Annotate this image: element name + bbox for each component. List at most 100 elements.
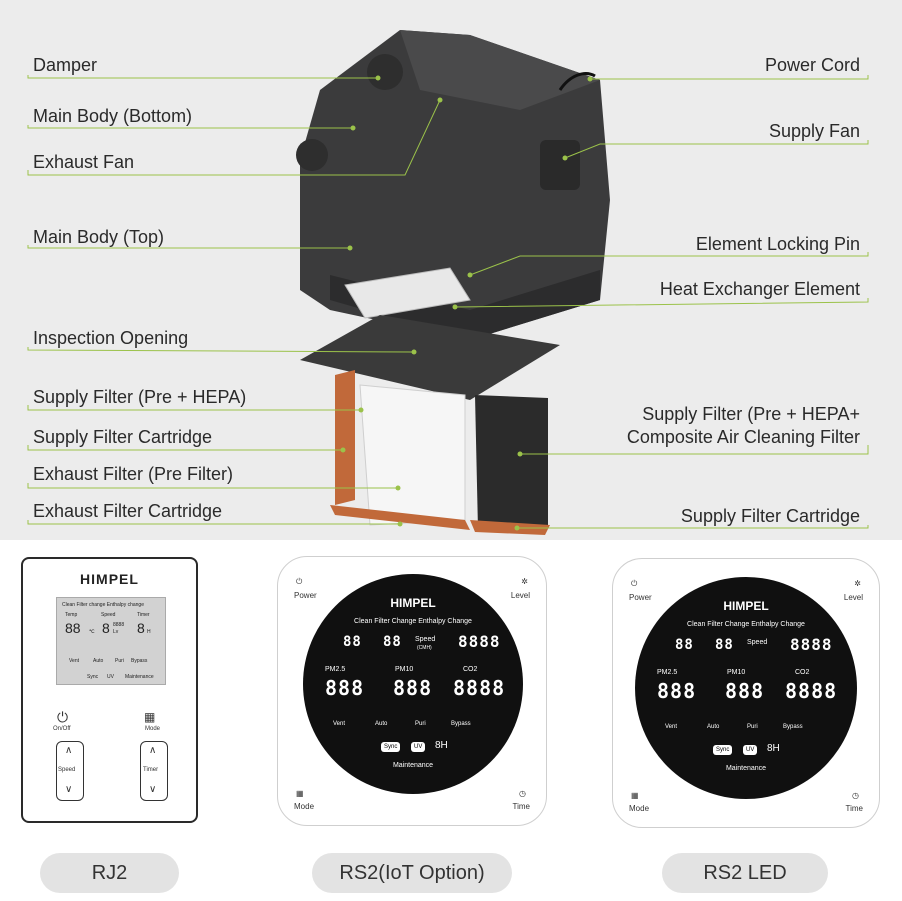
- time-label: Time: [845, 804, 863, 813]
- composite-filter: [475, 395, 548, 530]
- lcd-speed-unit: Lv: [113, 629, 119, 635]
- clock-icon[interactable]: ◷: [852, 791, 859, 800]
- cmh-label: (CMH): [417, 645, 432, 651]
- timer-label: Timer: [143, 767, 159, 773]
- time-label: Time: [512, 802, 530, 811]
- lcd-temp-unit: ℃: [89, 629, 95, 635]
- chevron-up-icon[interactable]: ∧: [65, 745, 73, 756]
- co2-value: 8888: [785, 679, 838, 703]
- pm25-label: PM2.5: [325, 666, 346, 673]
- mode-icon[interactable]: ▦: [144, 710, 156, 724]
- label-exhaust-filter: Exhaust Filter (Pre Filter): [33, 464, 234, 484]
- lcd-speed-value: 8: [102, 620, 110, 636]
- mode-label: Mode: [294, 802, 315, 811]
- heat-exchanger-element: [344, 267, 471, 319]
- timer-value: 8H: [435, 740, 448, 751]
- pm10-label: PM10: [395, 666, 414, 673]
- sync-badge: Sync: [381, 742, 401, 752]
- power-cord: [558, 72, 596, 91]
- lcd-timer-value: 8: [137, 620, 145, 636]
- clock-icon[interactable]: ◷: [519, 789, 526, 798]
- mode-puri: Puri: [747, 724, 758, 730]
- lcd-mode-vent: Vent: [69, 658, 80, 664]
- mode-icon[interactable]: ▦: [296, 789, 304, 798]
- label-element-locking-pin: Element Locking Pin: [695, 234, 860, 254]
- unit-illustration: [27, 30, 869, 535]
- main-body-top-face: [400, 30, 600, 110]
- lcd-uv: UV: [107, 674, 114, 680]
- lcd-temp-label: Temp: [65, 612, 78, 618]
- lcd-maintenance: Maintenance: [125, 674, 154, 680]
- level-icon[interactable]: ✲: [854, 579, 861, 588]
- mode-icon[interactable]: ▦: [631, 791, 639, 800]
- label-main-body-top: Main Body (Top): [33, 227, 165, 247]
- label-inspection-opening: Inspection Opening: [33, 328, 189, 348]
- pm25-label: PM2.5: [657, 669, 678, 676]
- mode-bypass: Bypass: [783, 724, 803, 730]
- power-icon[interactable]: ⏻: [296, 577, 303, 586]
- chevron-down-icon[interactable]: ∨: [65, 784, 73, 795]
- timer-value: 8H: [767, 743, 780, 754]
- lcd-sync: Sync: [87, 674, 99, 680]
- speed-label: Speed: [58, 767, 76, 773]
- chevron-down-icon[interactable]: ∨: [149, 784, 157, 795]
- mode-auto: Auto: [707, 724, 720, 730]
- label-supply-filter-cartridge-right: Supply Filter Cartridge: [680, 506, 860, 526]
- label-supply-filter-composite-2: Composite Air Cleaning Filter: [626, 427, 860, 447]
- speed-label: Speed: [415, 636, 436, 643]
- main-body: [300, 30, 610, 340]
- damper: [367, 54, 403, 90]
- rj2-lcd: Clean Filter change Enthalpy change Temp…: [56, 597, 166, 685]
- supply-fan: [540, 140, 580, 190]
- mode-label: Mode: [145, 726, 161, 732]
- lcd-speed-small: 8888: [113, 622, 125, 628]
- rj2-name-pill: RJ2: [40, 853, 179, 893]
- rs2-iot-panel: ⏻ Power ✲ Level ▦ Mode ◷ Time HIMPEL Cle…: [277, 556, 547, 826]
- label-supply-filter: Supply Filter (Pre + HEPA): [33, 387, 247, 407]
- timer-button[interactable]: ∧ Timer ∨: [140, 741, 168, 801]
- pm25-value: 888: [657, 679, 697, 703]
- inspection-opening: [300, 315, 560, 400]
- humidity-value: 88: [715, 637, 734, 653]
- mode-vent: Vent: [665, 724, 678, 730]
- level-icon[interactable]: ✲: [521, 577, 528, 586]
- power-icon[interactable]: ⏻: [57, 709, 69, 725]
- lcd-top-row: Clean Filter change Enthalpy change: [62, 602, 144, 608]
- maintenance-label: Maintenance: [392, 762, 434, 769]
- co2-value: 8888: [453, 676, 506, 700]
- co2-label: CO2: [463, 666, 478, 673]
- power-label: Power: [294, 591, 317, 600]
- pm10-value: 888: [393, 676, 433, 700]
- onoff-label: On/Off: [53, 726, 71, 732]
- pm10-label: PM10: [727, 669, 746, 676]
- label-supply-fan: Supply Fan: [768, 121, 860, 141]
- chevron-up-icon[interactable]: ∧: [149, 745, 157, 756]
- lcd-timer-unit: H: [147, 629, 151, 635]
- label-damper: Damper: [33, 55, 98, 75]
- display-brand: HIMPEL: [723, 599, 769, 613]
- speed-button[interactable]: ∧ Speed ∨: [56, 741, 84, 801]
- lcd-mode-puri: Puri: [115, 658, 124, 664]
- display-disk: HIMPEL Clean Filter Change Enthalpy Chan…: [635, 577, 857, 799]
- level-label: Level: [510, 591, 530, 600]
- speed-value: 8888: [790, 635, 833, 654]
- exhaust-fan-port: [296, 139, 328, 171]
- lcd-mode-auto: Auto: [93, 658, 104, 664]
- mode-puri: Puri: [415, 721, 426, 727]
- level-label: Level: [843, 593, 863, 602]
- pm25-value: 888: [325, 676, 365, 700]
- mode-bypass: Bypass: [451, 721, 471, 727]
- rj2-brand: HIMPEL: [80, 571, 139, 587]
- temp-value: 88: [675, 637, 694, 653]
- label-exhaust-filter-cartridge: Exhaust Filter Cartridge: [33, 501, 223, 521]
- lcd-mode-bypass: Bypass: [131, 658, 148, 664]
- lcd-temp-value: 88: [65, 620, 81, 636]
- speed-value: 8888: [458, 632, 501, 651]
- mode-vent: Vent: [333, 721, 346, 727]
- exhaust-filter: [359, 384, 466, 526]
- power-icon[interactable]: ⏻: [631, 579, 638, 588]
- co2-label: CO2: [795, 669, 810, 676]
- label-exhaust-fan: Exhaust Fan: [33, 152, 135, 172]
- display-brand: HIMPEL: [390, 596, 436, 610]
- label-supply-filter-composite-1: Supply Filter (Pre + HEPA+: [642, 404, 860, 424]
